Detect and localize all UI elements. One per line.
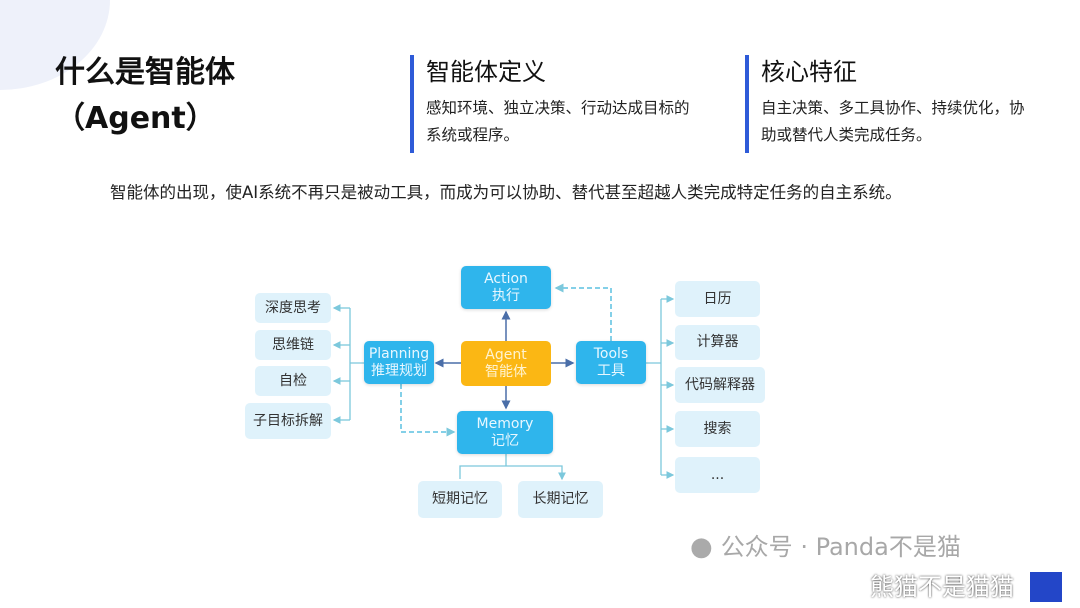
card-body: 自主决策、多工具协作、持续优化，协助或替代人类完成任务。 [761,99,1025,144]
watermark-overlay: 熊猫不是猫猫 [870,573,1014,601]
tool-item: 代码解释器 [675,367,765,403]
planning-item: 子目标拆解 [245,403,331,439]
page-title: 什么是智能体 （Agent） [55,50,235,142]
planning-item: 深度思考 [255,293,331,323]
blue-badge [1030,572,1062,602]
definition-card: 智能体定义 感知环境、独立决策、行动达成目标的系统或程序。 [410,55,696,153]
watermark: ● 公众号 · Panda不是猫 [690,530,961,564]
planning-item: 思维链 [255,330,331,360]
node-zh: 推理规划 [371,362,427,379]
wechat-icon: ● [690,532,713,562]
node-zh: 智能体 [485,363,527,380]
node-zh: 工具 [597,362,625,379]
card-heading: 核心特征 [761,58,857,86]
tool-item: ... [675,457,760,493]
node-zh: 执行 [491,287,520,304]
planning-item: 自检 [255,366,331,396]
tool-item: 计算器 [675,325,760,360]
node-en: Action [484,270,528,287]
node-en: Planning [368,345,430,362]
card-body: 感知环境、独立决策、行动达成目标的系统或程序。 [426,99,690,144]
tool-item: 搜索 [675,411,760,447]
watermark-text: 公众号 · Panda不是猫 [720,533,961,561]
memory-item: 短期记忆 [418,481,502,518]
node-en: Tools [593,345,629,362]
node-en: Agent [485,346,527,363]
features-card: 核心特征 自主决策、多工具协作、持续优化，协助或替代人类完成任务。 [745,55,1031,153]
memory-item: 长期记忆 [518,481,603,518]
card-heading: 智能体定义 [426,58,546,86]
node-en: Memory [476,415,534,432]
title-line1: 什么是智能体 [55,55,235,90]
title-line2: （Agent） [55,101,216,136]
node-zh: 记忆 [491,432,519,449]
intro-paragraph: 智能体的出现，使AI系统不再只是被动工具，而成为可以协助、替代甚至超越人类完成特… [110,183,902,202]
tool-item: 日历 [675,281,760,317]
